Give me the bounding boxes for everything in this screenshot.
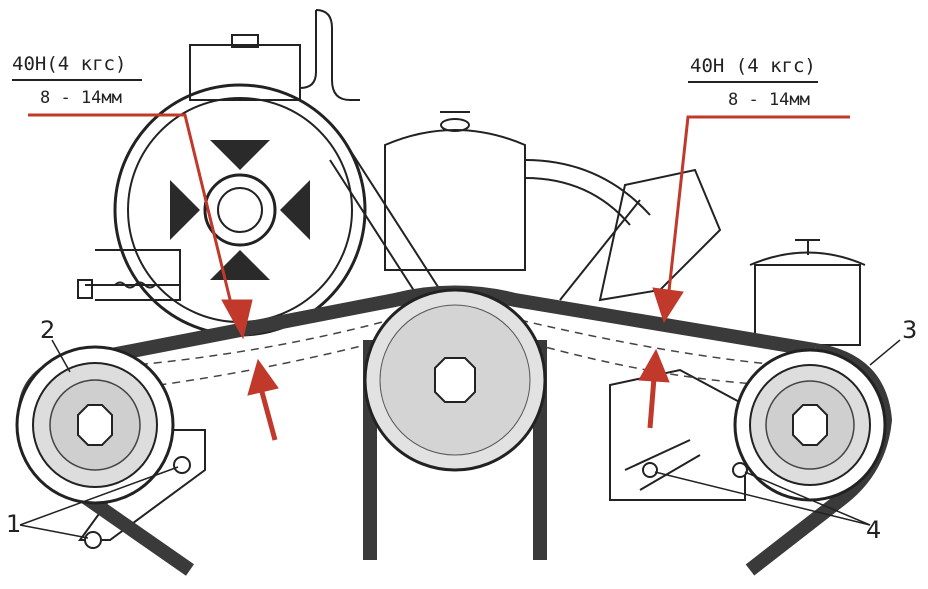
force-label-right: 40Н (4 кгс) (690, 55, 816, 77)
up-arrow-left-head (247, 358, 279, 396)
callout-1: 1 (6, 510, 21, 538)
down-arrow-left (221, 299, 253, 340)
engine-body (77, 9, 866, 541)
large-pulley (113, 83, 367, 337)
up-arrow-right-shaft (647, 377, 657, 429)
spec-right: 40Н (4 кгс) 8 - 14мм (688, 55, 818, 110)
adjustment-bolts (84, 456, 748, 549)
up-arrow-left-shaft (259, 391, 278, 441)
callout-4: 4 (866, 516, 881, 544)
callout-2: 2 (40, 316, 55, 344)
down-arrow-right (652, 287, 684, 324)
arrow-heads (221, 287, 684, 441)
up-arrow-right-head (638, 348, 670, 383)
right-pulley (733, 348, 887, 502)
callout-leaders (19, 339, 901, 539)
deflection-label-left: 8 - 14мм (40, 88, 122, 108)
left-pulley (15, 345, 175, 505)
deflection-label-right: 8 - 14мм (728, 90, 810, 110)
force-label-left: 40Н(4 кгс) (12, 53, 126, 75)
spec-left: 40Н(4 кгс) 8 - 14мм (12, 53, 142, 108)
tension-indicators (28, 113, 850, 321)
callout-3: 3 (902, 316, 917, 344)
center-pulley (363, 288, 547, 472)
